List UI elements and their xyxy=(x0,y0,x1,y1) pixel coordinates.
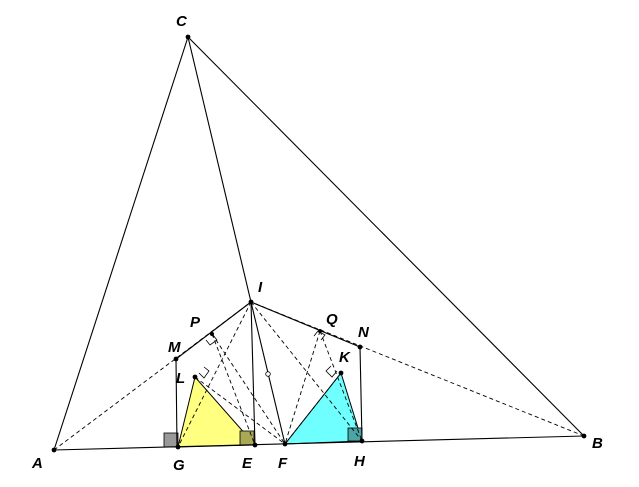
dashed-KF xyxy=(284,372,342,445)
point-E xyxy=(252,442,258,448)
dashed-LF xyxy=(194,376,286,445)
label-A: A xyxy=(31,455,43,472)
dashed-IH xyxy=(250,301,363,442)
label-N: N xyxy=(358,324,370,341)
point-C xyxy=(185,34,191,40)
dashed-AI xyxy=(53,301,252,451)
dashed-QF xyxy=(284,330,321,445)
label-K: K xyxy=(339,349,351,366)
point-N xyxy=(357,344,363,350)
label-I: I xyxy=(258,279,263,296)
point-I xyxy=(248,299,254,305)
label-B: B xyxy=(592,435,603,452)
label-M: M xyxy=(168,339,181,356)
label-E: E xyxy=(242,455,253,472)
segment-NH xyxy=(359,346,363,442)
point-B xyxy=(581,433,587,439)
point-M xyxy=(173,356,179,362)
point-F xyxy=(282,441,288,447)
dashed-IG xyxy=(177,301,252,448)
point-P xyxy=(210,332,214,336)
dashed-QH xyxy=(319,330,363,442)
label-C: C xyxy=(176,13,188,30)
segment-MG xyxy=(175,358,178,448)
label-L: L xyxy=(176,370,185,387)
segment-AB xyxy=(53,435,585,451)
dashed-BI xyxy=(250,301,585,437)
dashed-PF xyxy=(211,333,286,445)
point-Q xyxy=(318,329,322,333)
point-K xyxy=(338,370,344,376)
label-G: G xyxy=(173,457,185,474)
right-angle-K xyxy=(325,365,338,378)
segment-IE xyxy=(250,301,256,446)
right-angle-L xyxy=(198,366,210,379)
point-L xyxy=(192,374,198,380)
dashed-PE xyxy=(211,333,256,446)
label-F: F xyxy=(278,455,288,472)
label-H: H xyxy=(354,453,366,470)
right-angle-E xyxy=(239,430,255,446)
right-angle-Q xyxy=(313,330,326,341)
point-G xyxy=(175,444,181,450)
midpoint-marker xyxy=(265,371,271,377)
point-A xyxy=(51,447,57,453)
point-H xyxy=(359,438,365,444)
label-Q: Q xyxy=(326,311,338,328)
segment-CB xyxy=(187,36,585,437)
label-P: P xyxy=(190,314,201,331)
right-angle-G xyxy=(163,432,179,448)
segment-CA xyxy=(53,36,189,451)
segment-CI xyxy=(187,36,252,303)
right-angle-P xyxy=(205,334,218,346)
segment-IN xyxy=(250,301,361,348)
